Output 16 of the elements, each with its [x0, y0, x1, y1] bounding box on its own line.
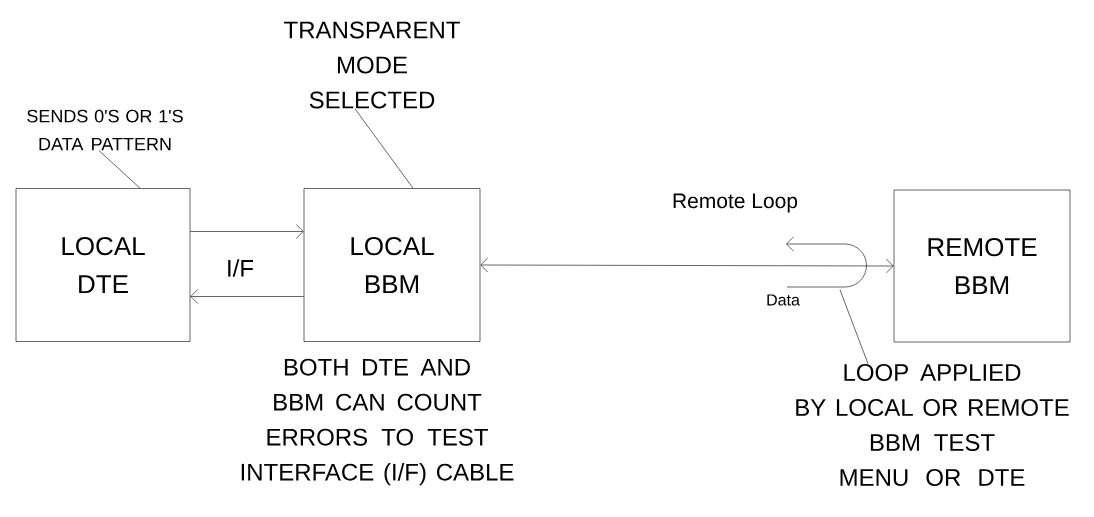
device-box: REMOTE BBM [893, 189, 1071, 343]
leader-line [839, 289, 869, 364]
annotation-text: SENDS 0'S OR 1'S DATA PATTERN [27, 109, 183, 151]
text-label: Remote Loop [673, 193, 798, 213]
annotation-text: LOOP APPLIED BY LOCAL OR REMOTE BBM TEST MENU OR DTE [796, 364, 1069, 486]
annotation-text: TRANSPARENT MODE SELECTED [284, 21, 460, 109]
leader-line [98, 150, 141, 189]
text-label: BOTH DTE AND BBM CAN COUNT ERRORS TO TEST INTERFACE (I/F) CABLE [241, 358, 514, 486]
arrow [190, 224, 304, 239]
device-box: LOCAL BBM [303, 188, 481, 342]
arrow [480, 257, 894, 274]
text-label: Data [767, 294, 800, 306]
text-label: I/F [228, 259, 254, 277]
device-box: LOCAL DTE [15, 188, 191, 342]
leader-line [354, 108, 414, 189]
arrow [190, 289, 304, 304]
